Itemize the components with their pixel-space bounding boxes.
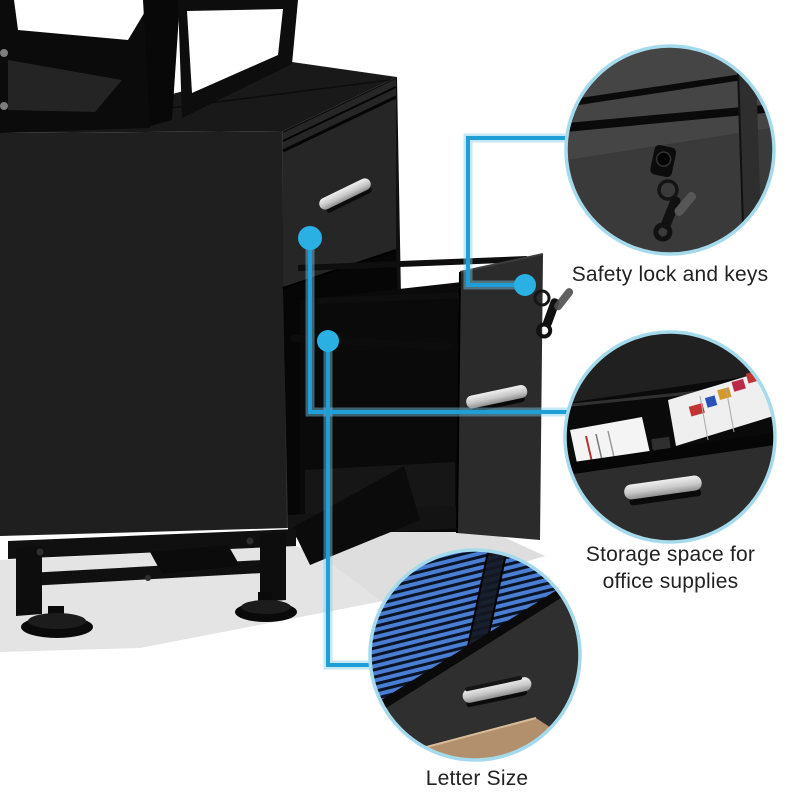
storage-label: Storage space for office supplies [585, 543, 756, 593]
screw-icon [246, 537, 254, 545]
drawer-handle-icon [624, 475, 702, 506]
keys-icon [653, 179, 697, 242]
adjustable-foot-right [235, 592, 297, 622]
screw-icon [145, 575, 151, 581]
callout-dot-letter-size [317, 330, 339, 352]
hutch-shelf-frame [0, 0, 298, 133]
callout-lines [305, 133, 568, 670]
base-frame [8, 466, 420, 638]
callout-line-safety-lock [466, 136, 566, 287]
callout-line-letter-size [326, 341, 371, 667]
letter-size-label: Letter Size [425, 767, 529, 790]
hinge-dot-icon [0, 49, 8, 57]
callout-line-storage [308, 238, 568, 414]
screw-icon [36, 548, 44, 556]
drawer-handle-icon [319, 178, 372, 213]
drawer-handle-icon [462, 675, 532, 708]
keys-icon [536, 288, 574, 339]
safety-lock-label: Safety lock and keys [571, 263, 769, 286]
callout-circle-storage [563, 330, 777, 544]
stored-magazines [668, 368, 775, 446]
callout-dot-storage [298, 226, 322, 250]
open-drawer [288, 253, 574, 540]
cabinet-side-panel [0, 130, 290, 536]
lock-icon [650, 144, 677, 178]
callout-dot-safety-lock [514, 274, 536, 296]
callout-circle-safety-lock [564, 44, 776, 256]
adjustable-foot-left [21, 606, 93, 638]
drawer-handle-icon [466, 385, 528, 413]
hinge-dot-icon [0, 102, 8, 110]
